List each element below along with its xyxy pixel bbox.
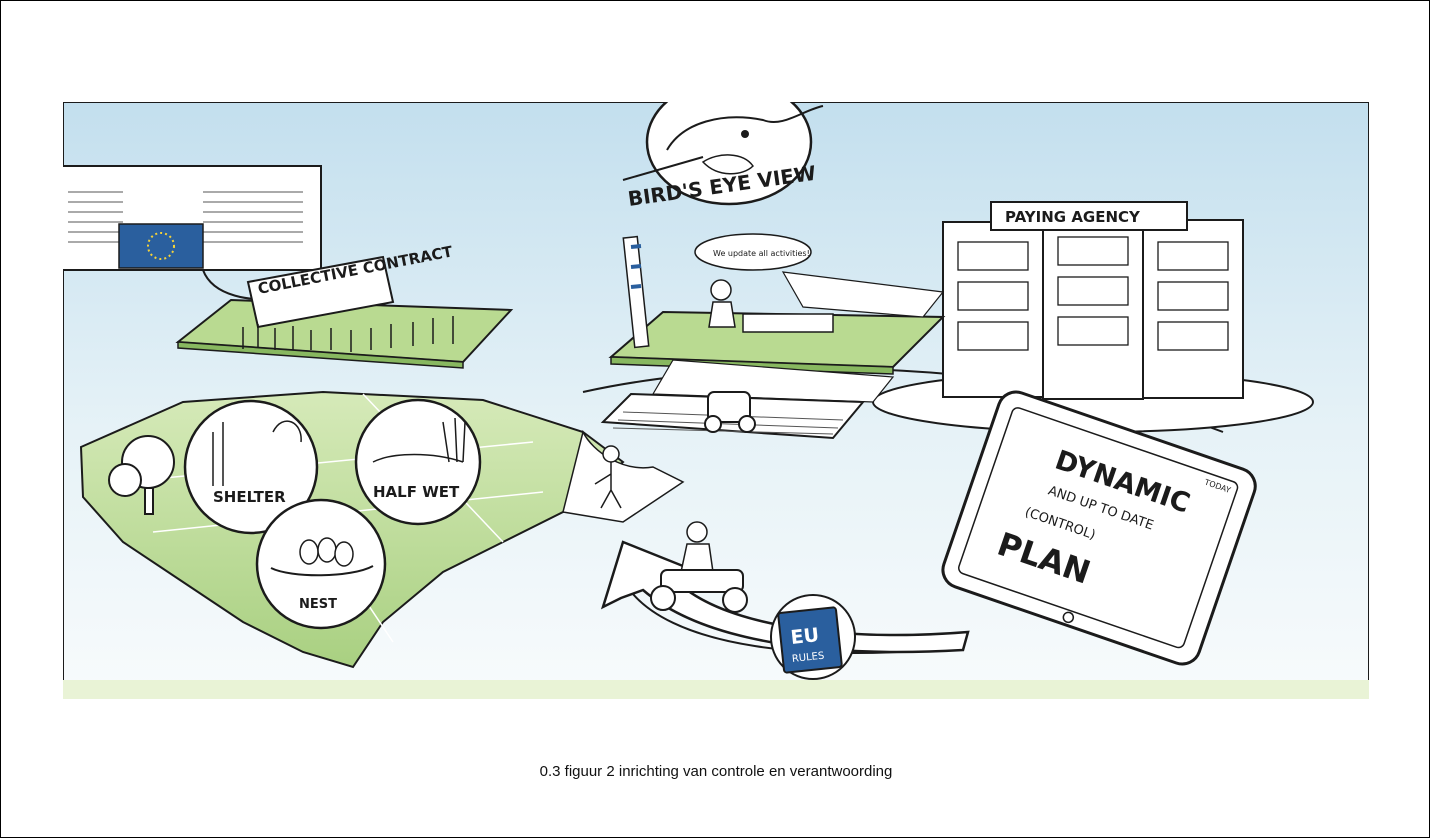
figure-caption: 0.3 figuur 2 inrichting van controle en … [539, 763, 893, 780]
quad-bike-rider [650, 521, 748, 613]
tractor-field [600, 391, 866, 440]
ground-strip [63, 680, 1369, 699]
nest-label: NEST [299, 597, 337, 612]
habitat-shelter: SHELTER [183, 399, 319, 535]
eu-flag [118, 223, 204, 269]
birds-eye-view-illustration: COLLECTIVE CONTRACT BIRD'S EYE VIEW PAYI… [63, 102, 1369, 699]
eu-rules-book-icon: EU RULES [770, 594, 856, 680]
field-inspector [594, 445, 622, 509]
paying-agency: PAYING AGENCY [872, 201, 1314, 433]
rules-label: RULES [791, 651, 824, 665]
tree-icon [108, 435, 175, 515]
speech-bubble-text: We update all activities! [713, 249, 810, 258]
shelter-label: SHELTER [213, 488, 286, 506]
european-commission-panel [63, 165, 322, 271]
office-platform: We update all activities! [608, 233, 946, 403]
half-wet-label: HALF WET [373, 483, 460, 501]
habitat-half-wet: HALF WET [354, 398, 482, 526]
eu-label: EU [790, 624, 821, 649]
paying-agency-label: PAYING AGENCY [1005, 208, 1141, 226]
tablet-control-plan: DYNAMIC AND UP TO DATE (CONTROL) PLAN TO… [941, 390, 1257, 666]
habitat-nest: NEST [255, 498, 387, 630]
